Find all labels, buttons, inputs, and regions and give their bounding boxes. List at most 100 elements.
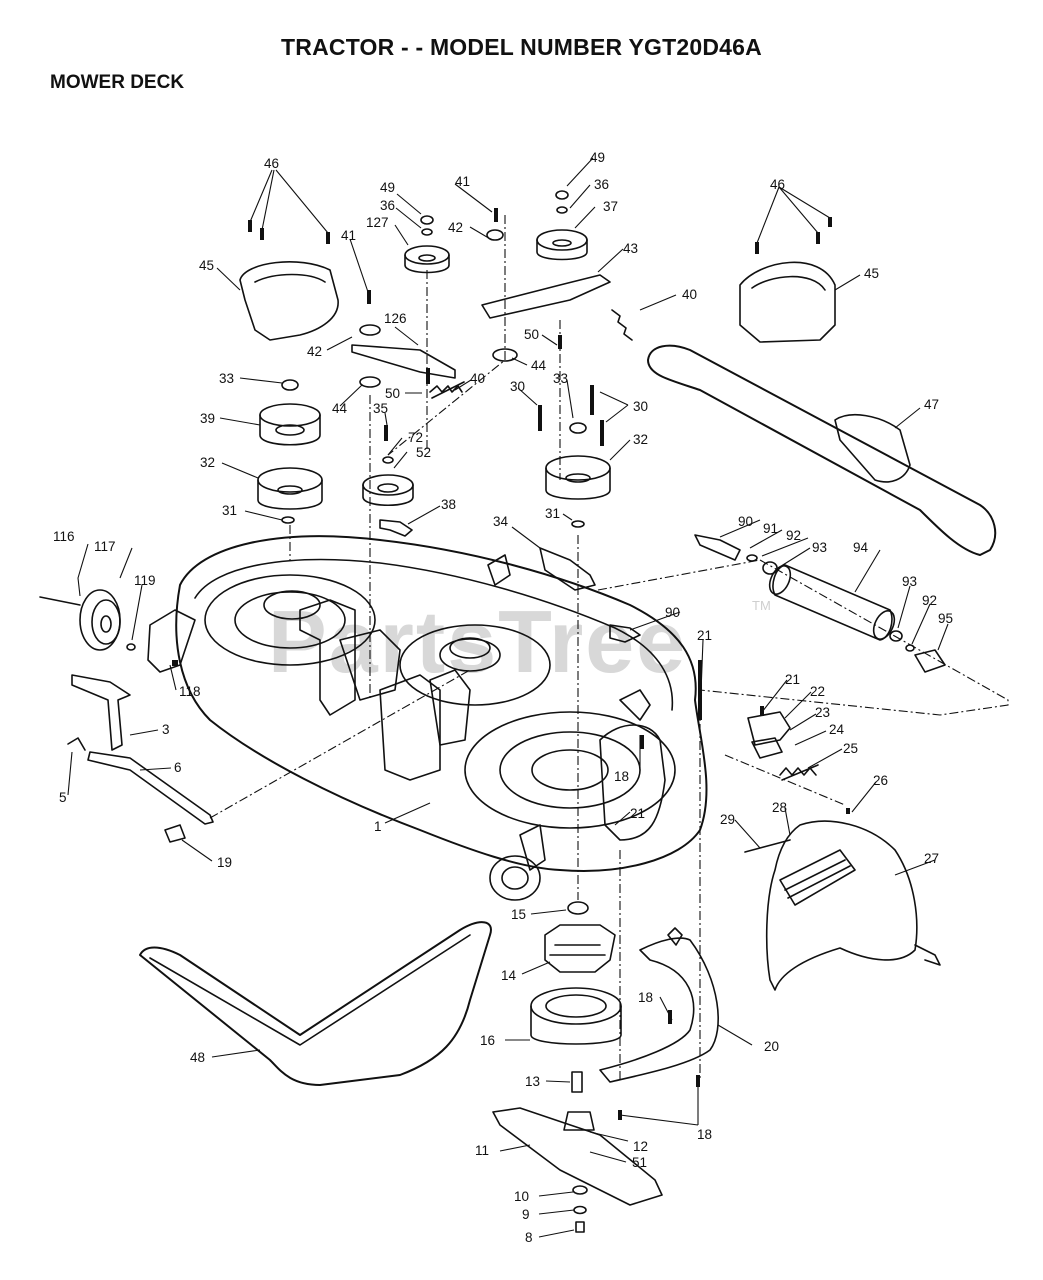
belt-cover-left [239,261,339,341]
callout-26: 26 [873,773,888,788]
callout-49: 49 [380,180,395,195]
callout-52: 52 [416,445,431,460]
callout-14: 14 [501,968,517,983]
callout-3: 3 [162,722,170,737]
callout-13: 13 [525,1074,540,1089]
callout-44: 44 [332,401,348,416]
callout-118: 118 [179,684,201,699]
callout-92: 92 [786,528,801,543]
callout-37: 37 [603,199,618,214]
callout-117: 117 [94,539,116,554]
callout-116: 116 [53,529,75,544]
belt-47 [647,344,997,556]
page-title: TRACTOR - - MODEL NUMBER YGT20D46A [281,34,762,60]
callout-16: 16 [480,1033,495,1048]
discharge-chute-27 [765,820,941,991]
callout-20: 20 [764,1039,779,1054]
callout-18-bottom: 18 [697,1127,712,1142]
callout-51: 51 [632,1155,647,1170]
callout-49-center: 49 [590,150,605,165]
spindle-assembly [492,901,663,1233]
idler-arm-43 [481,274,611,319]
pulley-39 [259,403,321,446]
callout-30-right: 30 [633,399,648,414]
callout-47: 47 [924,397,939,412]
pulley-32-right [545,455,611,500]
pulley-32-left [257,467,323,510]
roller-94 [768,564,896,641]
callout-31-center: 31 [545,506,560,521]
callout-32-center: 32 [633,432,648,447]
callout-19: 19 [217,855,232,870]
washer-31 [281,516,295,524]
callout-21-bracket: 21 [785,672,800,687]
callout-46: 46 [264,156,279,171]
callout-22: 22 [810,684,825,699]
callout-92-right: 92 [922,593,937,608]
callout-27: 27 [924,851,939,866]
callout-25: 25 [843,741,858,756]
callout-8: 8 [525,1230,533,1245]
callout-50-center: 50 [524,327,539,342]
watermark-tm: TM [752,598,771,613]
callout-31: 31 [222,503,237,518]
callout-41: 41 [341,228,356,243]
callout-40: 40 [470,371,485,386]
callout-42: 42 [307,344,322,359]
callout-91: 91 [763,521,778,536]
callout-48: 48 [190,1050,205,1065]
wheel-117 [79,589,121,651]
spring-40-left [429,381,465,399]
callout-90: 90 [738,514,753,529]
callout-15: 15 [511,907,526,922]
callout-35: 35 [373,401,388,416]
callout-36: 36 [380,198,395,213]
callout-32: 32 [200,455,215,470]
callout-90-deck: 90 [665,605,680,620]
callout-18-deflector: 18 [638,990,653,1005]
callout-126: 126 [384,311,407,326]
callout-50: 50 [385,386,400,401]
deck-housing [147,535,708,901]
callout-41-center: 41 [455,174,470,189]
pulley-52 [362,474,414,506]
deflector-20 [599,937,719,1083]
callout-46-right: 46 [770,177,785,192]
callout-127: 127 [366,215,389,230]
callout-10: 10 [514,1189,529,1204]
callout-1: 1 [374,819,382,834]
callout-5: 5 [59,790,67,805]
callout-23: 23 [815,705,830,720]
callout-18: 18 [614,769,629,784]
callout-40-center: 40 [682,287,697,302]
callout-6: 6 [174,760,182,775]
callout-95: 95 [938,611,953,626]
pulley-127 [404,245,450,274]
callout-45-right: 45 [864,266,879,281]
callout-42-center: 42 [448,220,463,235]
belt-48 [139,921,492,1086]
callout-9: 9 [522,1207,530,1222]
belt-cover-right [739,261,836,343]
callout-94: 94 [853,540,869,555]
callout-38: 38 [441,497,456,512]
idler-arm-126 [351,344,456,379]
callout-36-center: 36 [594,177,609,192]
callout-29: 29 [720,812,735,827]
section-title: MOWER DECK [50,72,185,93]
callout-34: 34 [493,514,509,529]
callout-119: 119 [134,573,156,588]
callout-33-center: 33 [553,371,568,386]
callout-39: 39 [200,411,215,426]
callout-11: 11 [475,1143,489,1158]
callout-72: 72 [408,430,423,445]
callout-43: 43 [623,241,638,256]
callout-30: 30 [510,379,525,394]
callout-44-center: 44 [531,358,547,373]
callout-21-deck: 21 [630,806,645,821]
callout-24: 24 [829,722,845,737]
pulley-37 [536,229,588,261]
link-6 [87,751,214,825]
bracket-3 [71,674,131,751]
